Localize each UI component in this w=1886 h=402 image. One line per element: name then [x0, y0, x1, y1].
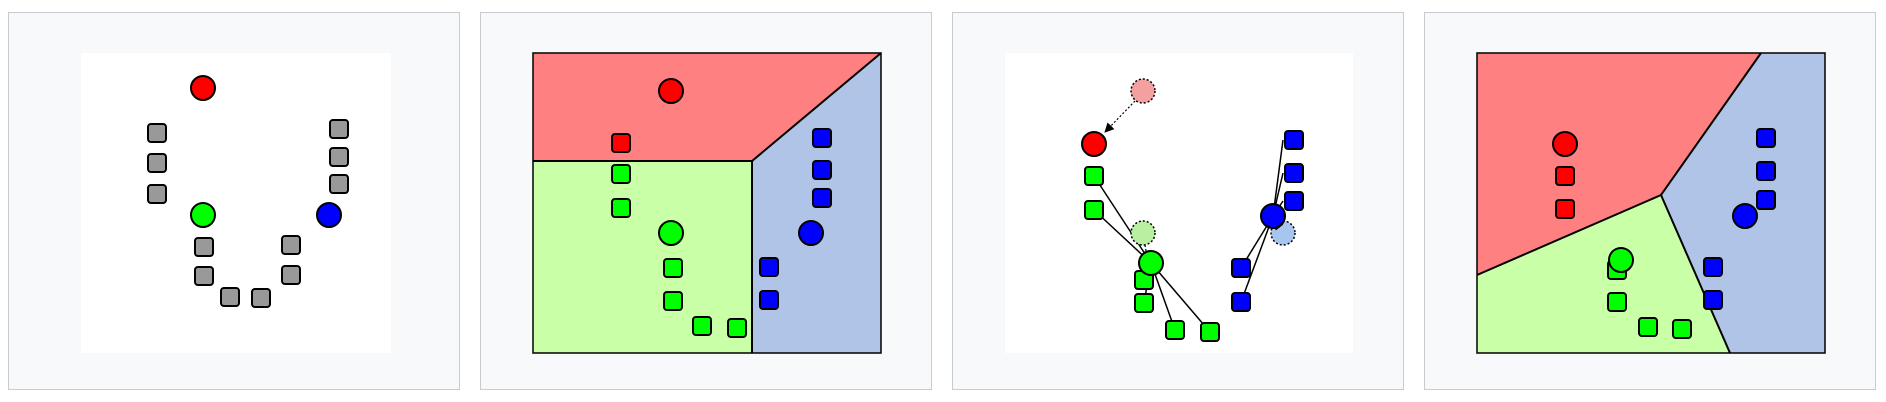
panel-2-canvas: [532, 52, 882, 354]
point-blue: [1756, 190, 1776, 210]
mean-blue: [316, 202, 342, 228]
panel-step-4: [1424, 12, 1876, 390]
point-green: [1084, 200, 1104, 220]
panel-step-1: [8, 12, 460, 390]
point-green: [727, 318, 747, 338]
point-green: [1638, 317, 1658, 337]
mean-blue: [798, 220, 824, 246]
point: [329, 147, 349, 167]
point-blue: [1756, 161, 1776, 181]
point: [147, 123, 167, 143]
mean-green: [1608, 247, 1634, 273]
mean-red: [1081, 131, 1107, 157]
mean-blue: [1260, 203, 1286, 229]
point: [329, 174, 349, 194]
panel-step-3: [952, 12, 1404, 390]
old-mean-red: [1130, 78, 1156, 104]
boundary: [1660, 194, 1731, 354]
point-green: [1134, 293, 1154, 313]
plot-area: [81, 53, 391, 353]
mean-red: [1552, 131, 1578, 157]
point: [147, 184, 167, 204]
mean-red: [658, 78, 684, 104]
panel-4-canvas: [1476, 52, 1826, 354]
point-green: [1084, 166, 1104, 186]
point: [329, 119, 349, 139]
region-blue: [1661, 53, 1825, 353]
point: [147, 153, 167, 173]
panel-3-canvas: [1005, 53, 1353, 353]
plot-frame: [1476, 52, 1826, 354]
mean-blue: [1732, 203, 1758, 229]
point-blue: [1231, 258, 1251, 278]
point-green: [611, 164, 631, 184]
point-blue: [759, 257, 779, 277]
point-red: [611, 133, 631, 153]
point-blue: [1284, 130, 1304, 150]
point-blue: [1231, 292, 1251, 312]
point-green: [611, 198, 631, 218]
panel-1-canvas: [81, 53, 391, 353]
point: [220, 287, 240, 307]
point-green: [663, 258, 683, 278]
point-red: [1555, 199, 1575, 219]
point-green: [692, 316, 712, 336]
point-blue: [1756, 128, 1776, 148]
mean-red: [190, 75, 216, 101]
point: [281, 265, 301, 285]
point-green: [1200, 322, 1220, 342]
old-mean-green: [1130, 220, 1156, 246]
point-green: [1672, 319, 1692, 339]
point-red: [1555, 166, 1575, 186]
point: [194, 237, 214, 257]
point-blue: [1703, 257, 1723, 277]
plot-frame: [532, 52, 882, 354]
point-blue: [759, 290, 779, 310]
point: [281, 235, 301, 255]
region-red: [1477, 53, 1761, 275]
point-green: [1165, 320, 1185, 340]
point: [194, 266, 214, 286]
point-blue: [812, 128, 832, 148]
panel-step-2: [480, 12, 932, 390]
point-blue: [812, 188, 832, 208]
region-green: [533, 161, 752, 353]
mean-green: [190, 202, 216, 228]
mean-green: [658, 220, 684, 246]
point-blue: [1284, 163, 1304, 183]
point-green: [1607, 292, 1627, 312]
point-blue: [1284, 191, 1304, 211]
point-blue: [812, 160, 832, 180]
point-blue: [1703, 290, 1723, 310]
point-green: [663, 291, 683, 311]
region-green: [1477, 195, 1730, 353]
mean-green: [1138, 250, 1164, 276]
point: [251, 288, 271, 308]
